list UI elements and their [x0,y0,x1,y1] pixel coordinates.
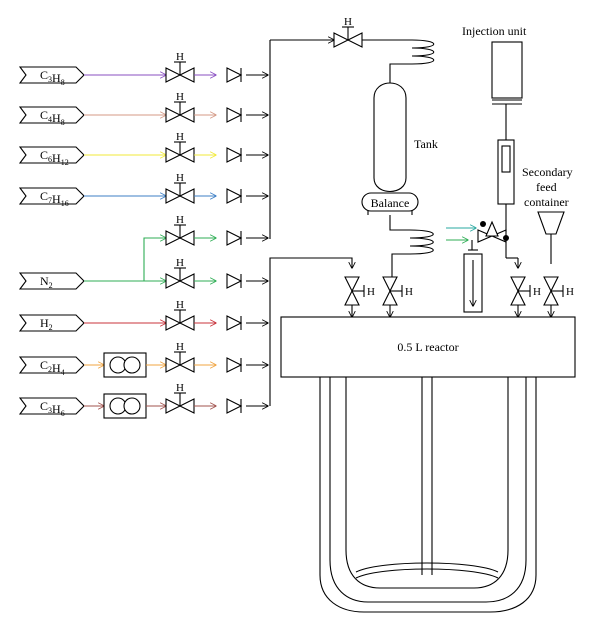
tank-feed-line: H [270,16,435,84]
feed-valve[interactable]: H [165,382,195,414]
valve-marker: H [176,51,184,63]
check-valve [226,230,243,246]
tank-label: Tank [414,137,438,151]
valve-marker: H [344,16,352,28]
valve-marker: H [176,91,184,103]
reactor-inlet-arrows [352,305,551,317]
feed-label: C3H6 [40,399,65,418]
feed-valve[interactable]: H [165,214,195,246]
secondary-feed-label-1: Secondary [522,165,573,179]
check-valve [226,315,243,331]
valve-marker: H [176,172,184,184]
check-valve [226,188,243,204]
valve-marker: H [176,214,184,226]
feed-label: N2 [40,274,53,290]
feed-label-box [18,314,85,332]
check-valve [226,67,243,83]
valve-marker: H [176,299,184,311]
feed-valve[interactable]: H [165,51,195,83]
feed-label: H2 [40,316,53,332]
feed-valve[interactable]: H [165,299,195,331]
tank: Tank [373,82,438,192]
feed-valve[interactable]: H [165,172,195,204]
reactor-inlet-valve[interactable]: H [382,276,413,306]
top-coil [389,39,435,84]
reactor-inlet-valve[interactable]: H [543,276,574,306]
injection-unit-label: Injection unit [462,24,527,38]
check-valve [226,147,243,163]
feed-label: C4H8 [40,108,65,127]
balance-label: Balance [371,196,410,210]
collector-to-reactor-line [269,257,352,268]
balance: Balance [361,192,419,215]
valve-marker: H [176,257,184,269]
feed-label-box [18,187,85,205]
reactor-vessel [319,377,537,613]
reactor-head: 0.5 L reactor [280,316,576,378]
check-valve [226,357,243,373]
top-valve[interactable]: H [333,16,363,48]
feed-label: C2H4 [40,358,65,377]
feed-label: C7H16 [40,189,69,208]
feed-label-box [18,272,85,290]
feed-label-box [18,397,85,415]
injection-valve[interactable] [477,220,509,243]
reactor-inlet-valve[interactable]: H [510,276,541,306]
feed-label: C3H8 [40,68,65,87]
feed-label-box [18,356,85,374]
valve-marker: H [367,286,375,298]
check-valve [226,398,243,414]
valve-marker: H [533,286,541,298]
secondary-feed-label-2: feed [536,180,557,194]
secondary-feed-container: Secondary feed container [522,165,573,264]
valve-marker: H [176,341,184,353]
feed-label-box [18,66,85,84]
feed-valve[interactable]: H [165,91,195,123]
feed-valve[interactable]: H [165,341,195,373]
feed-label-box [18,106,85,124]
injection-unit: Injection unit [462,24,527,220]
sample-tube [463,240,483,313]
check-valve [226,107,243,123]
valve-marker: H [566,286,574,298]
reactor-inlet-valve[interactable]: H [344,276,375,306]
feed-label-box [18,146,85,164]
feed-valve[interactable]: H [165,257,195,289]
lower-coil [389,215,434,280]
feed-valve[interactable]: H [165,131,195,163]
feed-label: C6H12 [40,148,69,167]
valve-marker: H [176,131,184,143]
valve-marker: H [405,286,413,298]
reactor-label: 0.5 L reactor [397,340,458,354]
secondary-feed-label-3: container [524,195,569,209]
valve-marker: H [176,382,184,394]
check-valve [226,273,243,289]
